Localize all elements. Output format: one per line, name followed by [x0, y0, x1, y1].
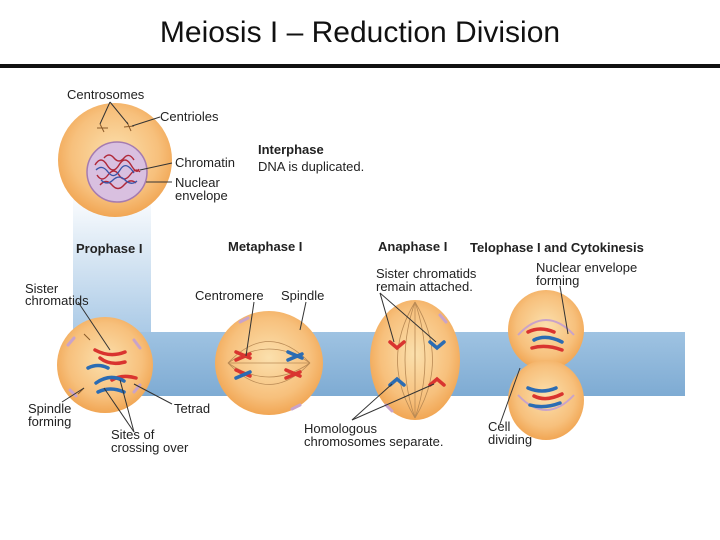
label-centrosomes: Centrosomes	[67, 87, 145, 102]
label-remain-2: remain attached.	[376, 279, 473, 294]
metaphase-cell	[215, 311, 323, 415]
label-centromere: Centromere	[195, 288, 264, 303]
title-divider	[0, 64, 720, 68]
stage-anaphase: Anaphase I	[378, 239, 448, 254]
label-remain-1: Sister chromatids	[376, 266, 477, 281]
prophase-cell	[57, 317, 153, 413]
label-homologous-1: Homologous	[304, 421, 377, 436]
label-spindle-forming-1: Spindle	[28, 401, 72, 416]
label-crossing-2: crossing over	[111, 440, 189, 455]
label-tetrad: Tetrad	[174, 401, 211, 416]
label-sister-1: Sister	[25, 281, 59, 296]
label-sister-2: chromatids	[25, 293, 89, 308]
label-homologous-2: chromosomes separate.	[304, 434, 444, 449]
label-env-forming-1: Nuclear envelope	[536, 260, 638, 275]
label-crossing-1: Sites of	[111, 427, 155, 442]
label-cell-1: Cell	[488, 419, 511, 434]
slide-title: Meiosis I – Reduction Division	[159, 16, 561, 49]
interphase-cell	[58, 103, 172, 217]
stage-metaphase: Metaphase I	[228, 239, 303, 254]
telophase-cell-top	[508, 290, 584, 370]
label-spindle: Spindle	[281, 288, 325, 303]
anaphase-cell	[370, 300, 460, 420]
stage-telophase: Telophase I and Cytokinesis	[470, 240, 644, 255]
label-env-forming-2: forming	[536, 273, 580, 288]
label-cell-2: dividing	[488, 432, 533, 447]
label-spindle-forming-2: forming	[28, 414, 72, 429]
stage-prophase: Prophase I	[76, 241, 143, 256]
stage-interphase-title: Interphase	[258, 142, 324, 157]
telophase-cell-bottom	[508, 360, 584, 440]
label-nuclear-1: Nuclear	[175, 175, 220, 190]
label-centrioles: Centrioles	[160, 109, 219, 124]
label-chromatin: Chromatin	[175, 155, 235, 170]
label-nuclear-2: envelope	[175, 188, 228, 203]
pointer-lines	[61, 101, 569, 433]
stage-interphase-text: DNA is duplicated.	[258, 159, 365, 174]
